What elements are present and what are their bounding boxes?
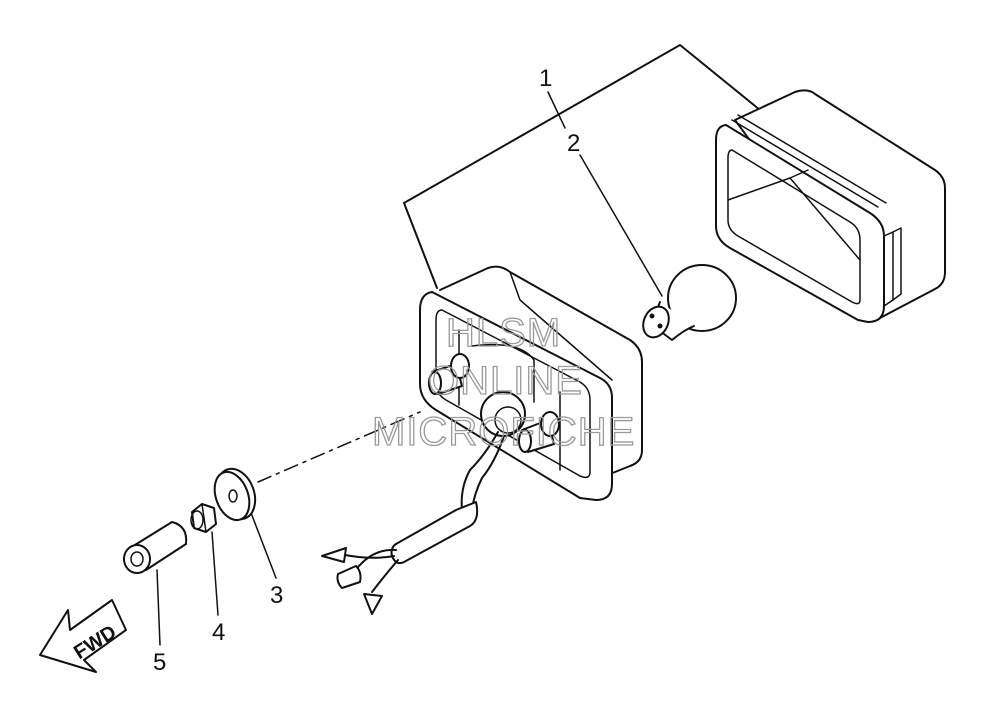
watermark-line-1: HLSM (446, 311, 561, 355)
housing-stud-lower (518, 411, 560, 453)
tail-light-housing (419, 265, 643, 501)
nut (190, 503, 217, 533)
watermark-line-2: ONLINE (428, 359, 583, 403)
leader-lines (156, 154, 663, 646)
callout-4: 4 (212, 619, 225, 646)
callout-2: 2 (567, 130, 580, 157)
tail-light-lens (715, 89, 946, 323)
callout-1: 1 (539, 65, 552, 92)
callout-3: 3 (270, 582, 283, 609)
collar (123, 521, 188, 574)
wiring-harness (321, 431, 505, 615)
watermark: HLSM ONLINE MICROFICHE (371, 310, 635, 454)
washer (213, 467, 257, 522)
assembly-bracket-1 (403, 44, 761, 289)
watermark-line-3: MICROFICHE (372, 410, 635, 454)
callout-5: 5 (153, 649, 166, 676)
bulb (642, 264, 737, 341)
assembly-axis (257, 411, 421, 483)
fwd-direction-arrow: FWD (39, 599, 127, 673)
